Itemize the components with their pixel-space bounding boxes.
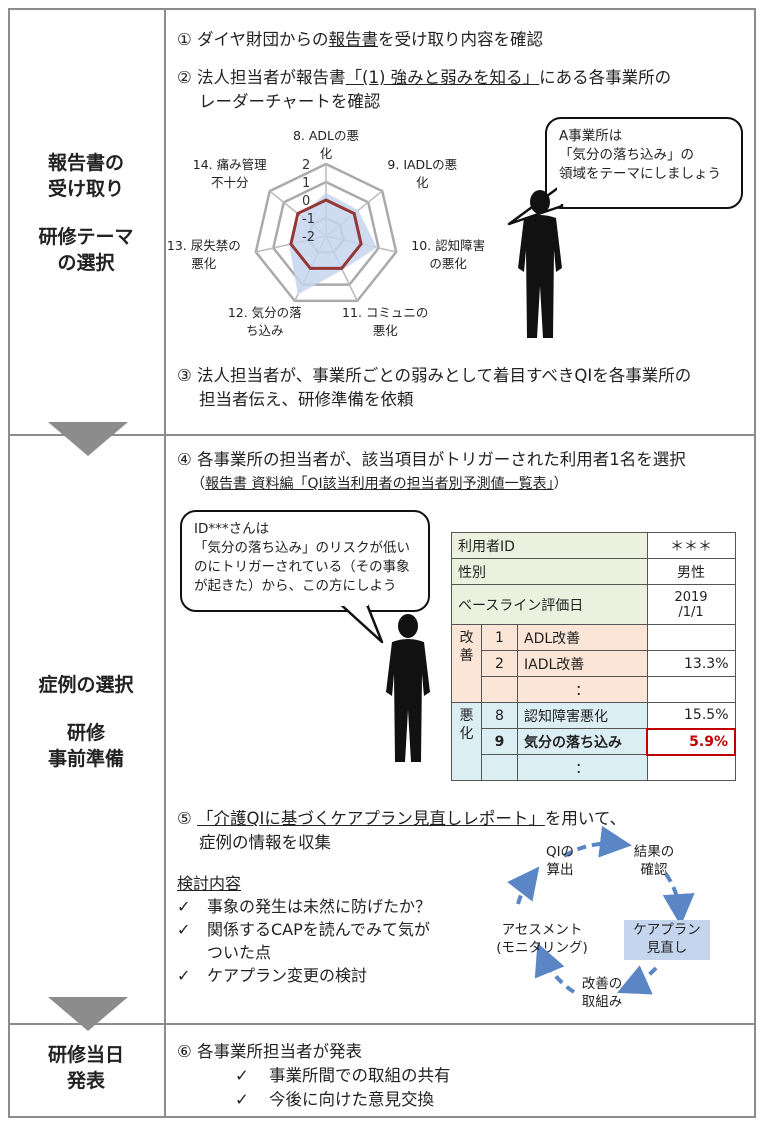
section-label-presentation: 研修当日 発表 — [47, 1044, 124, 1092]
careplan-report-link: 「介護QIに基づくケアプラン見直しレポート」 — [197, 809, 545, 828]
radar-axis-label: 10. 認知障害の悪化 — [411, 238, 485, 271]
step-3: ③ 法人担当者が、事業所ごとの弱みとして着目すべきQIを各事業所の 担当者伝え、… — [177, 366, 692, 409]
section-divider-2 — [8, 1023, 756, 1025]
highlight-value: 5.9% — [646, 727, 736, 756]
radar-baseline — [289, 198, 363, 270]
page-frame — [8, 8, 756, 1118]
radar-tick-label: 0 — [302, 194, 310, 209]
cycle-assessment: アセスメント(モニタリング) — [496, 922, 588, 956]
section-label-report: 報告書の 受け取り 研修テーマ の選択 — [38, 152, 134, 274]
table-row: 改善 1 ADL改善 — [451, 624, 736, 703]
cycle-result: 結果の確認 — [633, 844, 675, 878]
down-arrow-icon — [48, 997, 128, 1031]
section-label-case: 症例の選択 研修 事前準備 — [38, 674, 134, 770]
speech-bubble-user: ID***さんは 「気分の落ち込み」のリスクが低い のにトリガーされている（その… — [180, 510, 430, 612]
step-5: ⑤ 「介護QIに基づくケアプラン見直しレポート」を用いて、 症例の情報を収集 — [177, 809, 627, 852]
radar-tick-label: -1 — [302, 212, 315, 227]
radar-tick-label: 1 — [302, 176, 310, 191]
table-row: ： — [452, 754, 736, 781]
radar-axis-label: 9. IADLの悪化 — [387, 157, 457, 190]
radar-chart: 2 1 0 -1 -2 8. ADLの悪化 9. IADLの悪化 10. 認知障害の悪化 11.… — [167, 128, 485, 338]
step-1: ① ダイヤ財団からの報告書を受け取り内容を確認 — [177, 30, 544, 49]
down-arrow-icon — [48, 422, 128, 456]
report-link: 報告書 — [328, 30, 379, 49]
speech-bubble-a: A事業所は 「気分の落ち込み」の 領域をテーマにしましょう — [545, 117, 743, 209]
person-silhouette-icon — [518, 190, 562, 338]
radar-axis-label: 12. 気分の落ち込み — [228, 305, 302, 338]
radar-grid-ring — [254, 162, 398, 303]
table-row: 2 IADL改善 13.3% — [452, 650, 736, 677]
table-row: ： — [452, 676, 736, 703]
cycle-qi: QIの算出 — [545, 844, 575, 878]
cycle-diagram — [507, 825, 710, 995]
column-divider — [164, 8, 166, 1118]
table-row: 性別 男性 — [451, 558, 736, 585]
step-4: ④ 各事業所の担当者が、該当項目がトリガーされた利用者1名を選択 （報告書 資料… — [177, 450, 686, 492]
review-checklist: 検討内容 ✓事象の発生は未然に防げたか？ ✓関係するCAPを読んでみて気が つい… — [177, 874, 432, 985]
radar-grid-ring — [272, 180, 380, 286]
table-row: 悪化 8 認知障害悪化 15.5% — [451, 702, 736, 781]
table-row: 利用者ID ＊＊＊ — [451, 532, 736, 559]
section-divider-1 — [8, 434, 756, 436]
step-2: ② 法人担当者が報告書「(1) 強みと弱みを知る」にある各事業所の レーダーチャ… — [177, 68, 672, 111]
qi-user-table: 利用者ID ＊＊＊ 性別 男性 ベースライン評価日 2019/1/1 改善 1 … — [451, 532, 736, 781]
radar-axis-label: 11. コミュニの悪化 — [342, 305, 428, 338]
table-row: 9 気分の落ち込み 5.9% — [452, 727, 736, 756]
radar-axis-label: 14. 痛み管理不十分 — [193, 157, 267, 190]
radar-axis-label: 8. ADLの悪化 — [293, 128, 359, 161]
step-6: ⑥ 各事業所担当者が発表 ✓事業所間での取組の共有 ✓今後に向けた意見交換 — [177, 1042, 451, 1109]
radar-axis-label: 13. 尿失禁の悪化 — [167, 238, 241, 271]
radar-tick-label: 2 — [302, 158, 310, 173]
person-silhouette-icon — [386, 614, 430, 762]
bubble-tail-icon — [336, 598, 384, 644]
cycle-careplan: ケアプラン見直し — [633, 922, 701, 956]
table-row: ベースライン評価日 2019/1/1 — [451, 584, 736, 625]
radar-tick-label: -2 — [302, 230, 315, 245]
cycle-improve: 改善の取組み — [581, 976, 623, 1010]
